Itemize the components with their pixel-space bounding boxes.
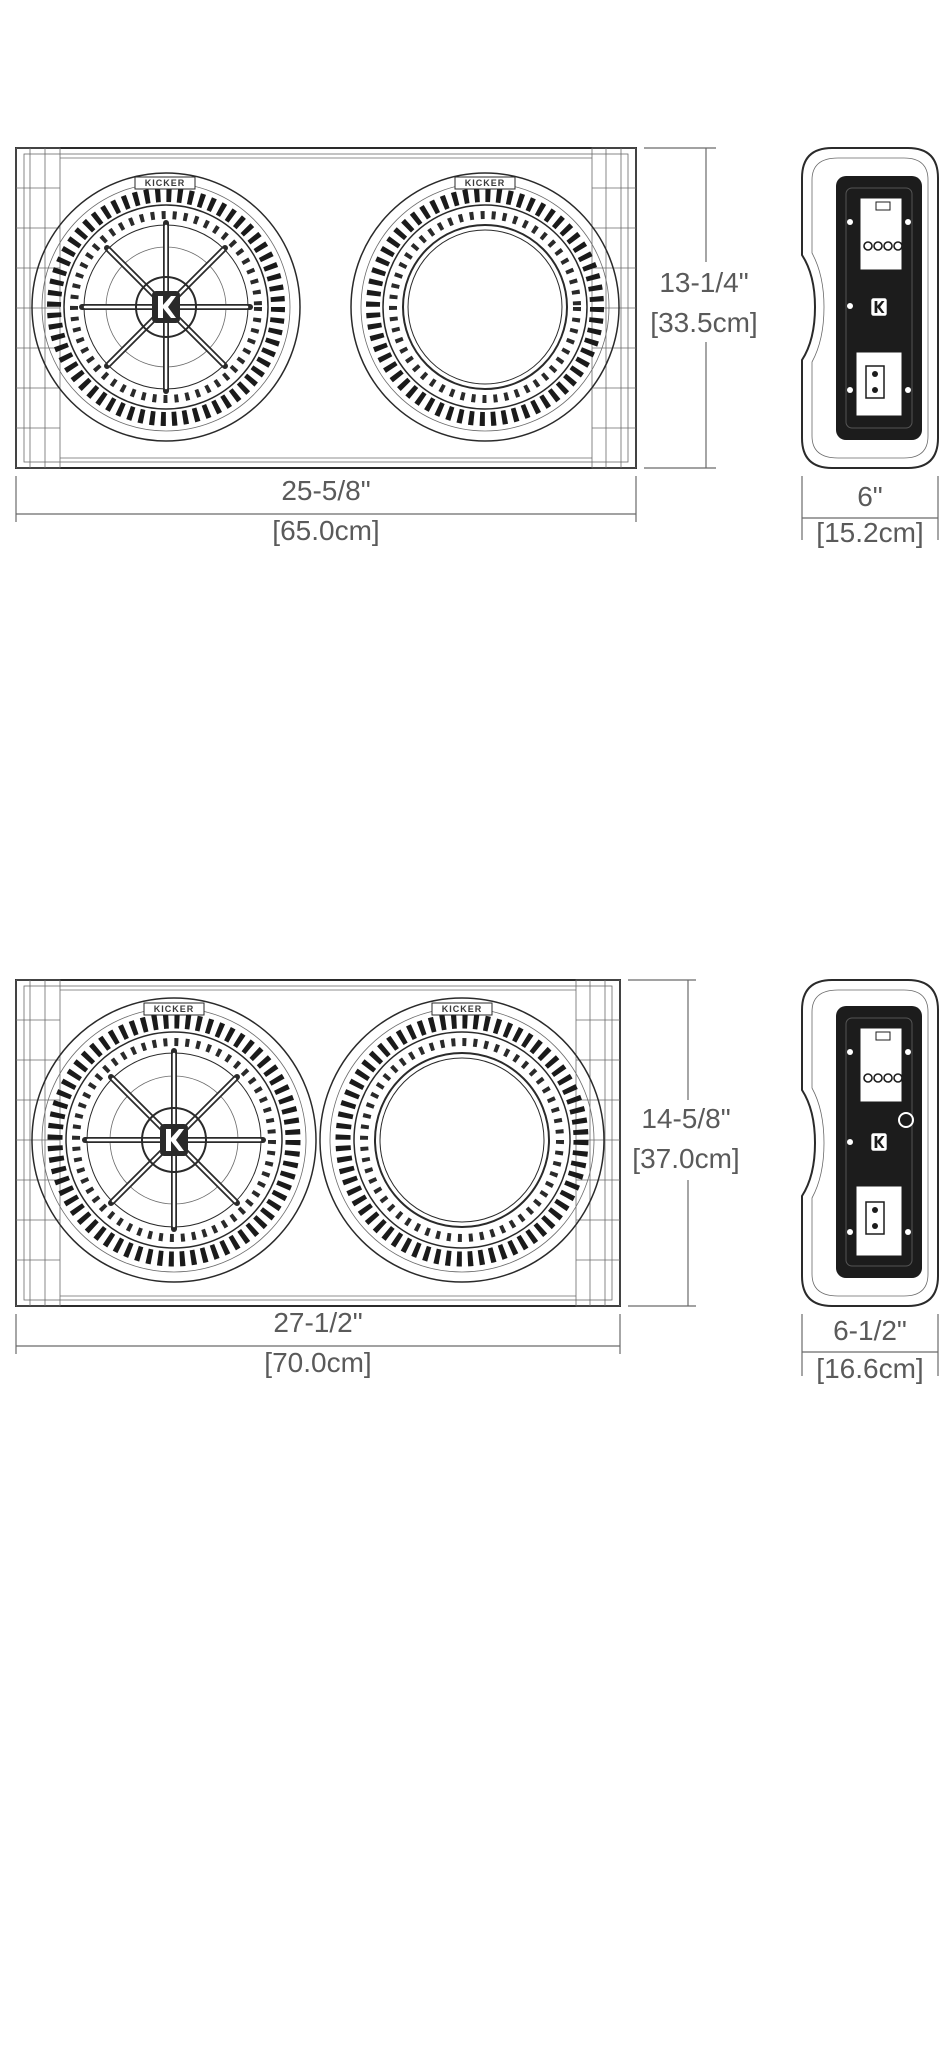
depth-cm: [15.2cm] [816, 517, 923, 548]
kicker-k-logo-icon [160, 1124, 188, 1156]
width-cm: [65.0cm] [272, 515, 379, 546]
woofer-left: KICKER [32, 998, 316, 1282]
depth-dimension: 6" [15.2cm] [802, 476, 938, 548]
front-view-small: KICKER KICKER 25-5/8" [65.0cm] [16, 148, 762, 546]
brand-label: KICKER [465, 178, 506, 188]
depth-inches: 6" [857, 481, 883, 512]
height-inches: 13-1/4" [659, 267, 748, 298]
kicker-k-logo-icon [871, 298, 886, 316]
brand-label: KICKER [145, 178, 186, 188]
kicker-k-logo-icon [871, 1133, 886, 1151]
woofer-left: KICKER [32, 173, 300, 441]
brand-label: KICKER [154, 1004, 195, 1014]
brand-label: KICKER [442, 1004, 483, 1014]
height-cm: [37.0cm] [632, 1143, 739, 1174]
height-inches: 14-5/8" [641, 1103, 730, 1134]
width-inches: 27-1/2" [273, 1307, 362, 1338]
depth-dimension: 6-1/2" [16.6cm] [802, 1314, 938, 1384]
front-view-large: KICKER KICKER 27-1/2" [70.0cm] 14-5/8" [16, 980, 746, 1378]
side-view-small: 6" [15.2cm] [802, 148, 938, 548]
height-dimension: 13-1/4" [33.5cm] [644, 148, 762, 468]
width-inches: 25-5/8" [281, 475, 370, 506]
height-dimension: 14-5/8" [37.0cm] [628, 980, 746, 1306]
width-dimension: 25-5/8" [65.0cm] [16, 475, 636, 546]
depth-inches: 6-1/2" [833, 1315, 907, 1346]
height-cm: [33.5cm] [650, 307, 757, 338]
side-view-large: 6-1/2" [16.6cm] [802, 980, 938, 1384]
width-dimension: 27-1/2" [70.0cm] [16, 1307, 620, 1378]
woofer-right: KICKER [351, 173, 619, 441]
kicker-k-logo-icon [152, 291, 180, 323]
depth-cm: [16.6cm] [816, 1353, 923, 1384]
width-cm: [70.0cm] [264, 1347, 371, 1378]
woofer-right: KICKER [320, 998, 604, 1282]
